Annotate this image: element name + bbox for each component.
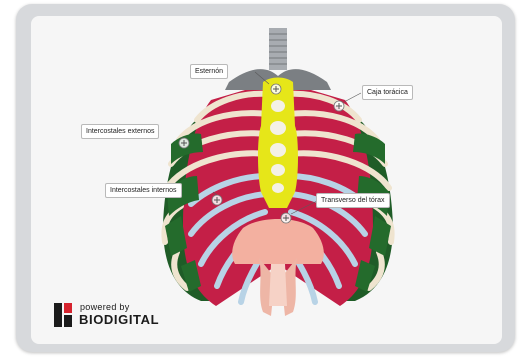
hotspot-sternum[interactable] [271, 84, 281, 94]
label-transversus-thoracis[interactable]: Transverso del tórax [316, 193, 390, 208]
hotspot-external-intercostals[interactable] [179, 138, 189, 148]
biodigital-logo[interactable]: powered by BIODIGITAL [54, 301, 174, 331]
label-external-intercostals[interactable]: Intercostales externos [81, 124, 159, 139]
logo-powered-by: powered by [80, 302, 130, 312]
sternum[interactable] [258, 78, 298, 209]
hotspot-rib-cage[interactable] [334, 101, 344, 111]
trachea [269, 28, 287, 70]
diaphragm [259, 258, 297, 316]
label-rib-cage[interactable]: Caja torácica [362, 85, 413, 100]
label-sternum[interactable]: Esternón [190, 64, 228, 79]
logo-brand-name: BIODIGITAL [79, 312, 159, 327]
biodigital-logo-mark [54, 303, 74, 327]
thorax-3d-model[interactable] [31, 16, 502, 344]
hotspot-transversus-thoracis[interactable] [281, 213, 291, 223]
viewer-canvas[interactable]: Esternón Caja torácica Intercostales ext… [31, 16, 502, 344]
hotspot-internal-intercostals[interactable] [212, 195, 222, 205]
label-internal-intercostals[interactable]: Intercostales internos [105, 183, 182, 198]
